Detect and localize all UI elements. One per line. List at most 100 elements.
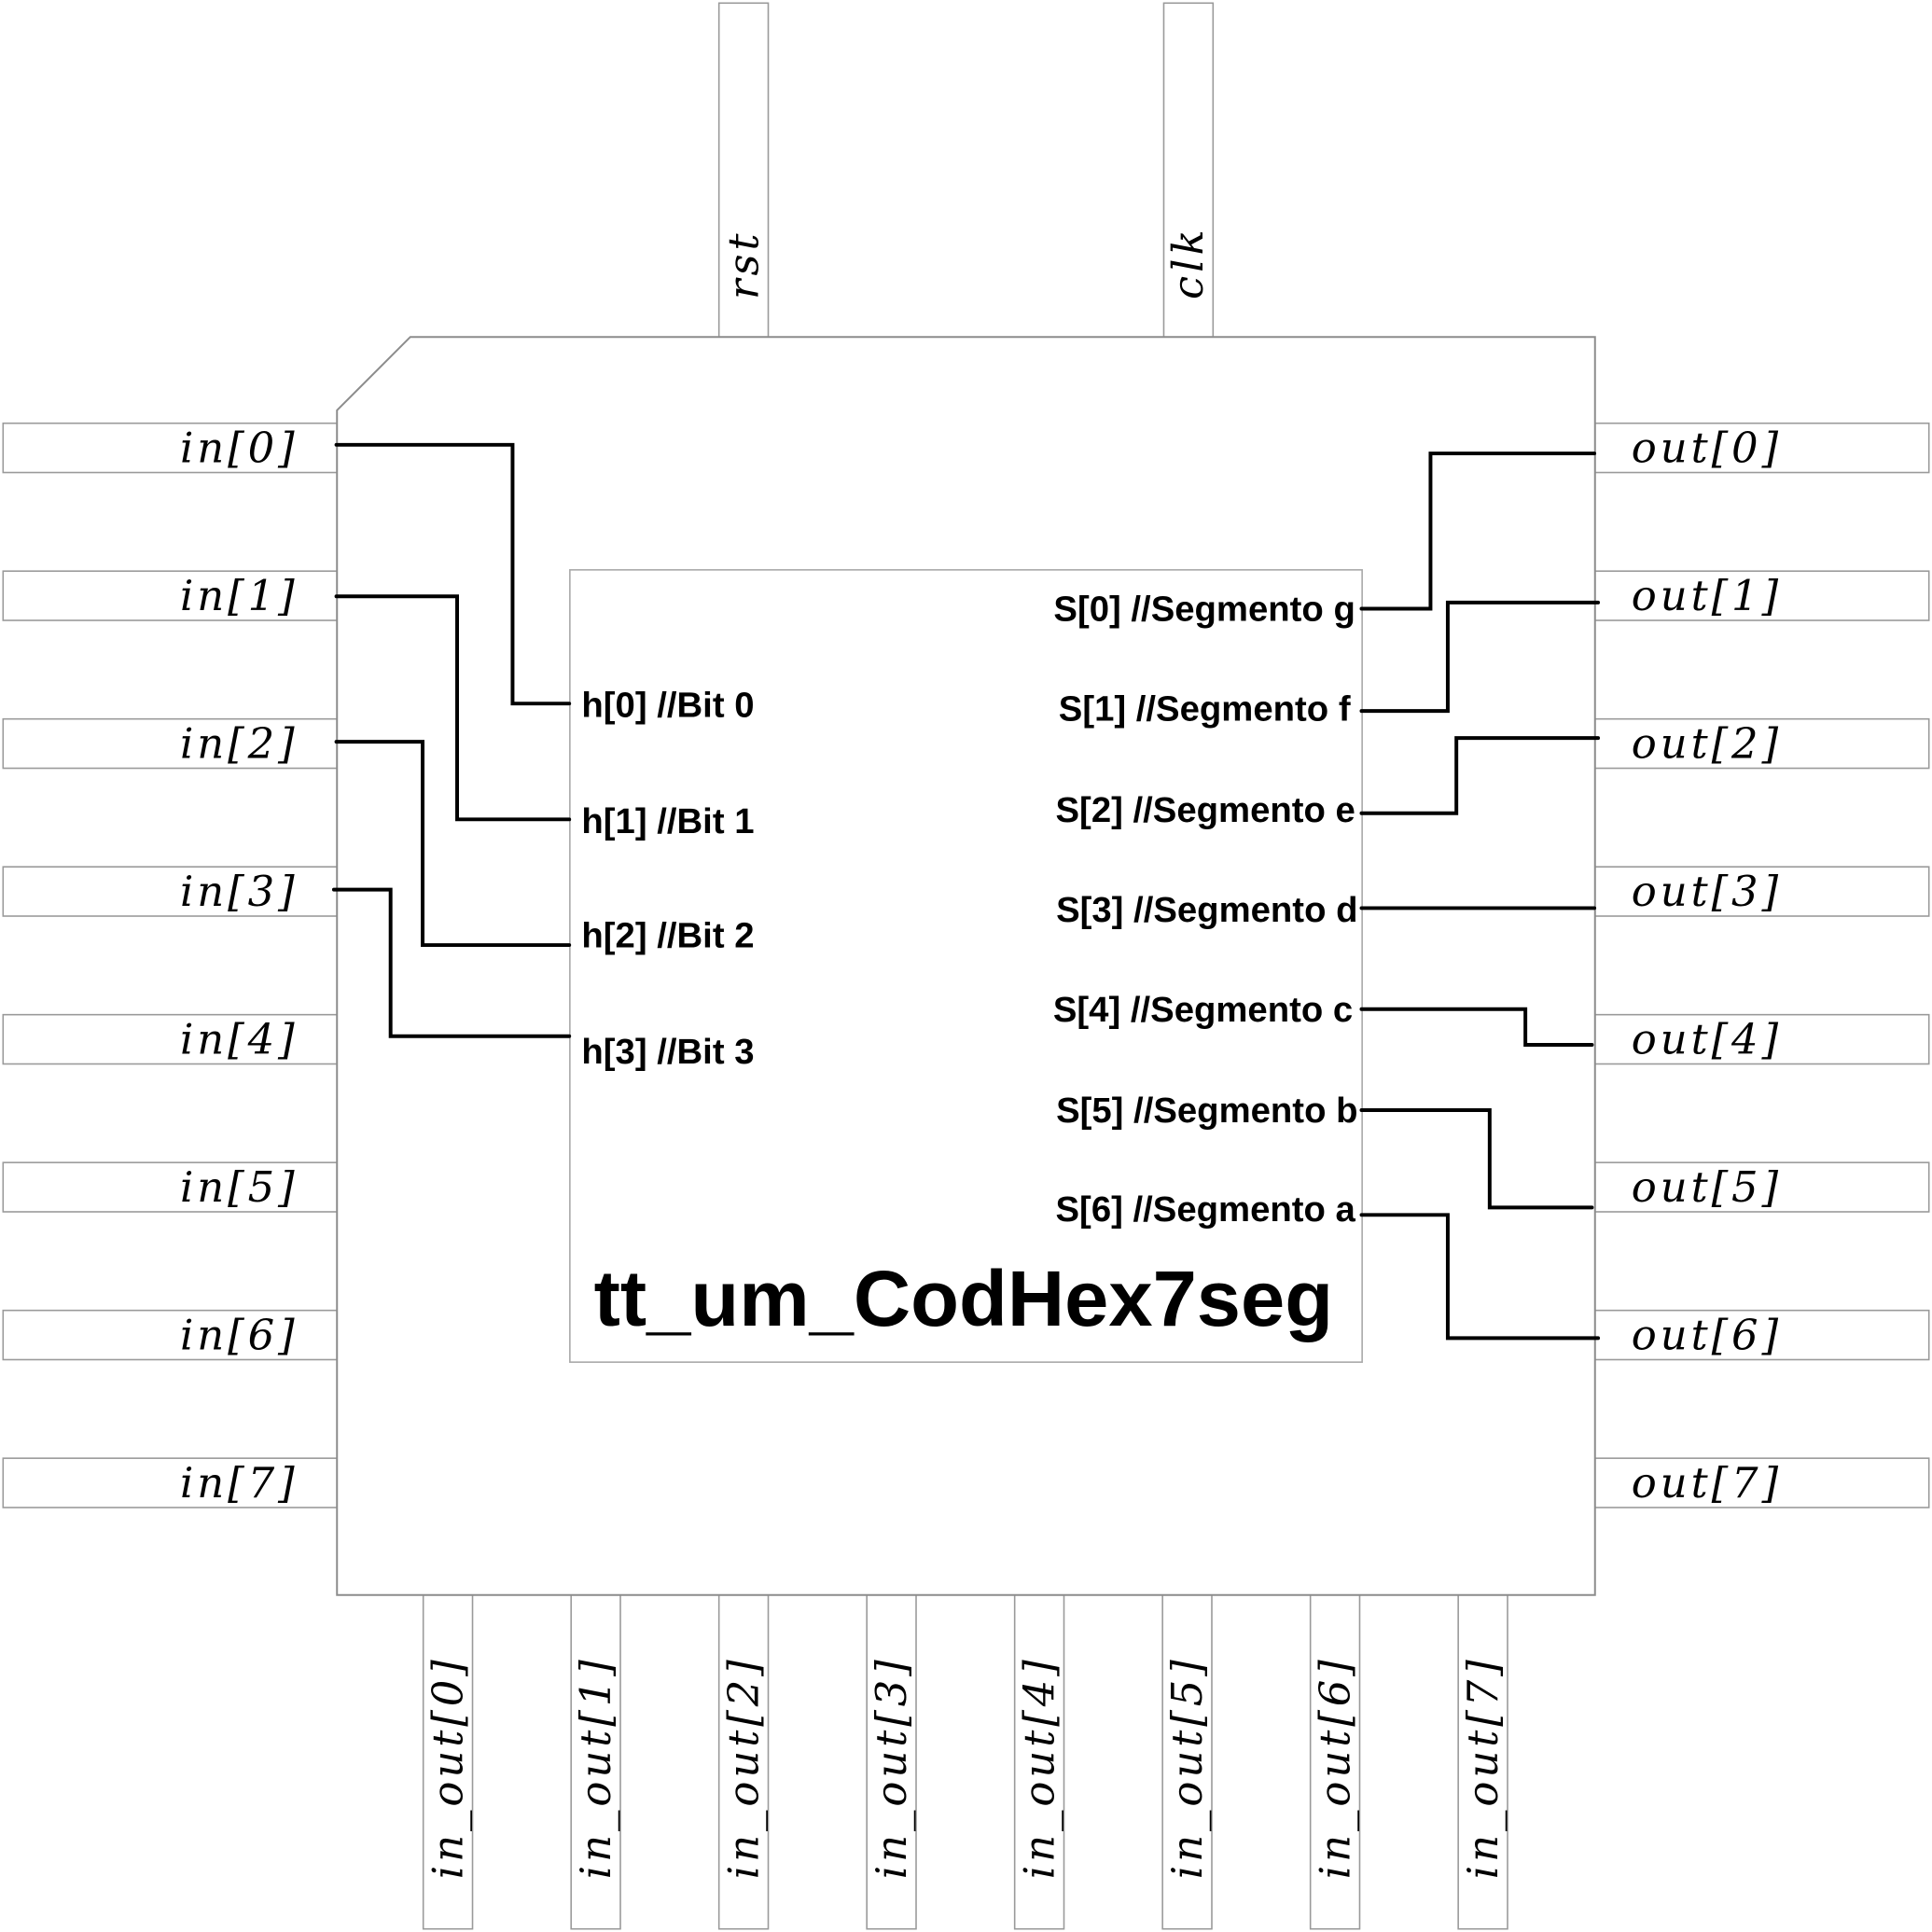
right-pin: out[0] [1593,422,1930,474]
pin-box [1162,2,1215,339]
bottom-pin: in_out[2] [717,1593,770,1930]
pin-label: in_out[6] [1310,1656,1359,1879]
input-signal-h2: h[2] //Bit 2 [581,916,754,956]
pin-label: in[7] [180,1458,299,1508]
pin-box [2,717,339,770]
right-pin: out[7] [1593,1457,1930,1508]
pin-label: out[7] [1632,1458,1782,1508]
output-signal-s0: S[0] //Segmento g [1053,590,1355,630]
input-signal-h3: h[3] //Bit 3 [581,1032,754,1072]
pin-box [2,1161,339,1213]
bottom-pin: in_out[1] [570,1593,621,1930]
left-pin-group: in[0] in[1] in[2] in[3] in[4] in[5] in[6] in[7] [2,422,339,1508]
pin-box [1309,1593,1361,1930]
wire-s5-out5 [1359,1108,1594,1210]
pin-label: in[0] [180,423,299,472]
pin-label: out[1] [1632,571,1782,620]
pin-label: rst [718,230,768,299]
input-signal-h1: h[1] //Bit 1 [581,801,754,841]
wire-s1-out1 [1359,600,1601,714]
pin-label: out[4] [1632,1014,1782,1063]
right-pin: out[6] [1593,1309,1930,1361]
bottom-pin: in_out[4] [1013,1593,1065,1930]
pin-box [1593,570,1930,621]
right-pin: out[1] [1593,570,1930,621]
pin-label: in[2] [180,718,299,768]
module-title: tt_um_CodHex7seg [594,1254,1333,1342]
top-pin-rst: rst [717,2,770,339]
left-pin: in[0] [2,422,339,474]
output-signal-s6: S[6] //Segmento a [1056,1189,1356,1230]
input-signal-h0: h[0] //Bit 0 [581,686,754,726]
right-pin: out[3] [1593,866,1930,917]
pin-label: in_out[2] [718,1656,768,1879]
pin-box [717,1593,770,1930]
right-pin: out[2] [1593,717,1930,770]
left-pin: in[1] [2,570,339,621]
pin-label: in_out[3] [867,1656,916,1879]
right-pin: out[4] [1593,1013,1930,1065]
pin-box [1457,1593,1508,1930]
wire-s4-out4 [1359,1007,1594,1048]
bottom-pin-group: in_out[0] in_out[1] in_out[2] in_out[3] in_o… [422,1593,1508,1930]
module-box [569,569,1363,1363]
wire-s0-out0 [1359,452,1597,611]
pin-label: clk [1163,226,1213,299]
wire-s6-out6 [1359,1213,1601,1341]
output-signal-s1: S[1] //Segmento f [1059,689,1351,730]
right-pin: out[5] [1593,1161,1930,1213]
pin-label: in_out[4] [1014,1656,1063,1879]
wire-s2-out2 [1359,736,1601,815]
pin-box [717,2,770,339]
pin-box [2,1013,339,1065]
top-pin-clk: clk [1162,2,1215,339]
pin-box [2,866,339,917]
pin-label: out[0] [1632,423,1782,472]
bottom-pin: in_out[3] [866,1593,917,1930]
pin-box [2,422,339,474]
pin-box [1013,1593,1065,1930]
right-pin-group: out[0] out[1] out[2] out[3] out[4] out[5] out[… [1593,422,1930,1508]
pin-box [1161,1593,1213,1930]
pin-label: in[5] [180,1162,299,1212]
bottom-pin: in_out[6] [1309,1593,1361,1930]
pin-label: in[4] [180,1014,299,1063]
pin-label: in[6] [180,1310,299,1359]
wire-in1-h1 [334,594,572,822]
output-signal-s2: S[2] //Segmento e [1056,790,1355,830]
pin-box [570,1593,621,1930]
bottom-pin: in_out[0] [422,1593,474,1930]
pin-box [2,1309,339,1361]
pin-box [2,1457,339,1508]
left-pin: in[3] [2,866,339,917]
bottom-pin: in_out[7] [1457,1593,1508,1930]
pin-label: out[2] [1632,718,1782,768]
pin-box [1593,717,1930,770]
left-pin: in[7] [2,1457,339,1508]
output-signal-s5: S[5] //Segmento b [1056,1091,1357,1131]
pin-label: in_out[5] [1162,1656,1212,1879]
pin-label: out[5] [1632,1162,1782,1212]
pin-label: in[1] [180,571,299,620]
wire-in3-h3 [331,887,572,1038]
pin-label: in_out[7] [1458,1656,1508,1879]
wire-in2-h2 [334,740,572,948]
pin-box [1593,1013,1930,1065]
pin-label: out[3] [1632,867,1782,916]
pin-box [1593,866,1930,917]
pin-label: in_out[0] [423,1656,472,1879]
pin-box [1593,422,1930,474]
pin-label: in_out[1] [571,1656,620,1879]
pin-label: in[3] [180,867,299,916]
wire-in0-h0 [334,442,572,706]
left-pin: in[5] [2,1161,339,1213]
pin-label: out[6] [1632,1310,1782,1359]
bottom-pin: in_out[5] [1161,1593,1213,1930]
left-pin: in[2] [2,717,339,770]
output-signal-s3: S[3] //Segmento d [1056,890,1357,930]
output-signal-s4: S[4] //Segmento c [1053,990,1353,1030]
pin-box [422,1593,474,1930]
left-pin: in[6] [2,1309,339,1361]
